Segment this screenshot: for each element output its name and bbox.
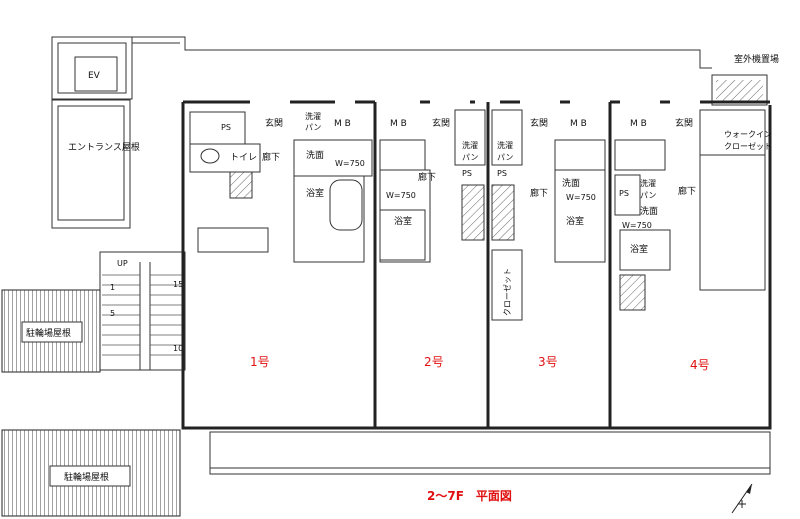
unit1-toilet: トイレ (230, 153, 257, 163)
unit2-genkan: 玄関 (432, 117, 450, 129)
unit2-sentaku-2: パン (462, 153, 478, 162)
unit4-ps: PS (619, 189, 629, 198)
ev-label: EV (88, 71, 101, 81)
unit1-senmen: 洗面 (306, 149, 324, 161)
unit4-yokushitsu: 浴室 (630, 243, 648, 255)
stair-step-5: 5 (110, 309, 115, 318)
parking-roof-upper: 駐輪場屋根 (1, 289, 101, 373)
unit2-ps: PS (462, 169, 472, 178)
unit1-w750: W=750 (335, 159, 365, 168)
unit2-mb: M B (390, 119, 407, 129)
stair-step-1: 1 (110, 283, 115, 292)
unit2-rouka: 廊下 (418, 171, 436, 183)
closet-vertical-label: クローゼット (502, 268, 512, 316)
floor-plan-caption: 2〜7F 平面図 (427, 489, 512, 503)
unit3-w750: W=750 (566, 193, 596, 202)
unit3-mb: M B (570, 119, 587, 129)
unit3-senmen: 洗面 (562, 177, 580, 189)
unit3-yokushitsu: 浴室 (566, 215, 584, 227)
walk-in-closet-line2: クローゼット (724, 141, 772, 151)
staircase: UP 15 10 5 1 (99, 251, 186, 371)
stair-up-label: UP (117, 259, 128, 268)
unit3-ps: PS (497, 169, 507, 178)
stair-step-15: 15 (173, 280, 183, 289)
unit2-w750: W=750 (386, 191, 416, 200)
unit4-mb: M B (630, 119, 647, 129)
unit3-sentaku-1: 洗濯 (497, 140, 513, 150)
unit-1-label: 1号 (250, 355, 270, 369)
parking-roof-label-1: 駐輪場屋根 (26, 327, 71, 339)
entrance-roof-label: エントランス屋根 (68, 141, 140, 153)
unit-4-interior: M B 玄関 洗濯 パン PS 洗面 W=750 浴室 廊下 ウォークイン クロ… (614, 109, 772, 311)
central-closet: クローゼット (491, 249, 523, 321)
unit1-rouka: 廊下 (262, 151, 280, 163)
unit4-senmen: 洗面 (640, 205, 658, 217)
unit3-genkan: 玄関 (530, 117, 548, 129)
north-arrow-icon (731, 483, 753, 514)
unit-2-label: 2号 (424, 355, 444, 369)
unit-2-interior: M B 玄関 洗濯 パン PS W=750 浴室 廊下 (379, 109, 486, 263)
walk-in-closet-line1: ウォークイン (724, 130, 772, 139)
unit4-sentaku-1: 洗濯 (640, 178, 656, 188)
unit1-sentaku-1: 洗濯 (305, 111, 321, 121)
unit1-genkan: 玄関 (265, 117, 283, 129)
building-walls (181, 100, 772, 475)
stair-step-10: 10 (173, 344, 183, 353)
unit-4-label: 4号 (690, 358, 710, 372)
unit-3-interior: 洗濯 パン PS 玄関 M B 廊下 洗面 W=750 浴室 (491, 109, 606, 263)
corridor-outline (132, 36, 712, 69)
unit3-rouka: 廊下 (530, 187, 548, 199)
unit4-rouka: 廊下 (678, 185, 696, 197)
unit-3-label: 3号 (538, 355, 558, 369)
unit4-w750: W=750 (622, 221, 652, 230)
unit1-yokushitsu: 浴室 (306, 187, 324, 199)
parking-roof-label-2: 駐輪場屋根 (64, 471, 109, 483)
entrance-roof: エントランス屋根 (51, 99, 140, 229)
outdoor-unit-area: 室外機置場 (711, 53, 779, 106)
unit2-yokushitsu: 浴室 (394, 215, 412, 227)
unit4-genkan: 玄関 (675, 117, 693, 129)
unit3-sentaku-2: パン (497, 153, 513, 162)
parking-roof-lower: 駐輪場屋根 (1, 429, 181, 517)
unit-1-interior: PS 玄関 洗濯 パン M B トイレ 廊下 洗面 W=750 浴室 (189, 111, 373, 263)
outdoor-unit-label: 室外機置場 (734, 53, 779, 65)
unit1-mb: M B (334, 119, 351, 129)
elevator-shaft: EV (51, 36, 133, 100)
unit4-sentaku-2: パン (640, 191, 656, 200)
unit2-sentaku-1: 洗濯 (462, 140, 478, 150)
unit1-ps: PS (221, 123, 231, 132)
unit1-sentaku-2: パン (305, 123, 321, 132)
